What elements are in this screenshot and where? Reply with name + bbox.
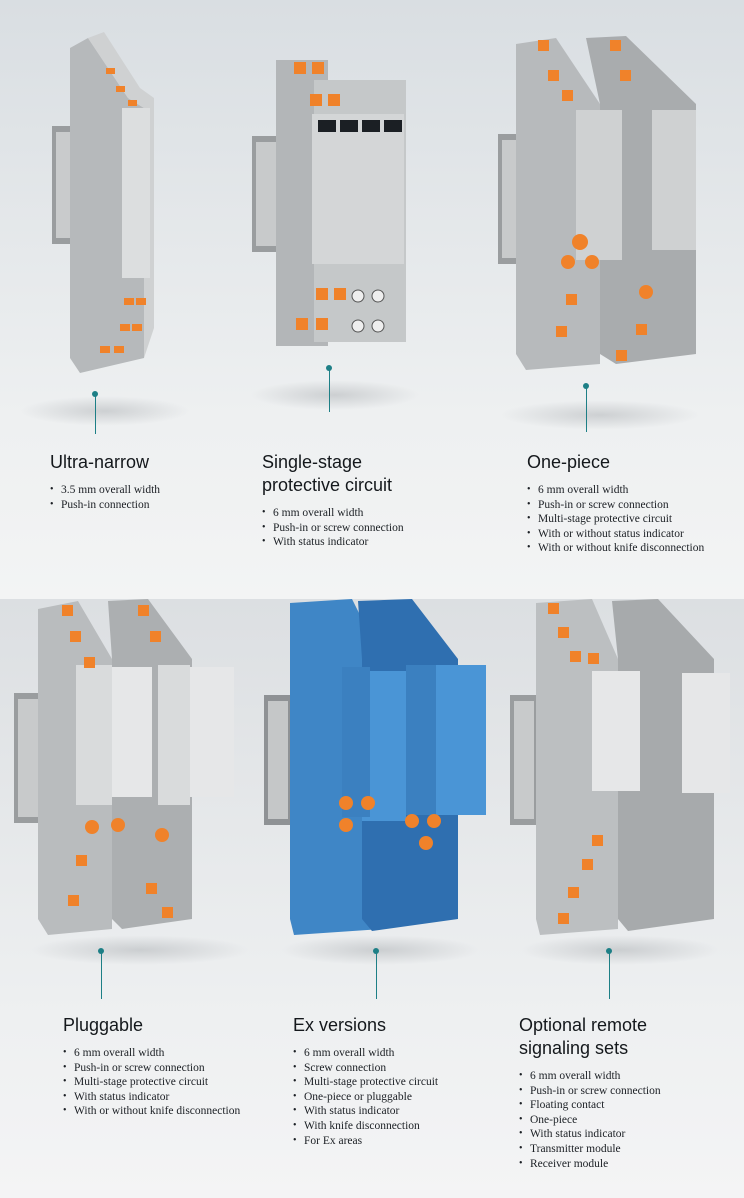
- feature-item: With knife disconnection: [293, 1119, 438, 1134]
- ex-versions-card: Ex versions 6 mm overall width Screw con…: [293, 1014, 438, 1148]
- feature-item: Multi-stage protective circuit: [63, 1075, 240, 1090]
- feature-item: With or without knife disconnection: [63, 1104, 240, 1119]
- feature-item: 6 mm overall width: [527, 483, 704, 498]
- ultra-narrow-pointer-line: [95, 396, 96, 434]
- remote-signaling-feature-list: 6 mm overall width Push-in or screw conn…: [519, 1069, 661, 1171]
- ex-versions-feature-list: 6 mm overall width Screw connection Mult…: [293, 1046, 438, 1148]
- remote-signaling-product-image: [508, 599, 744, 939]
- pluggable-title: Pluggable: [63, 1015, 144, 1035]
- remote-signaling-pointer-line: [609, 953, 610, 999]
- feature-item: For Ex areas: [293, 1134, 438, 1149]
- feature-item: With or without status indicator: [527, 527, 704, 542]
- feature-item: With status indicator: [519, 1127, 661, 1142]
- feature-item: With status indicator: [262, 535, 404, 550]
- feature-item: 6 mm overall width: [262, 506, 404, 521]
- ex-versions-pointer-dot: [373, 948, 379, 954]
- feature-item: Push-in or screw connection: [519, 1084, 661, 1099]
- pluggable-pointer-line: [101, 953, 102, 999]
- pluggable-shadow: [30, 935, 250, 965]
- single-stage-feature-list: 6 mm overall width Push-in or screw conn…: [262, 506, 404, 550]
- feature-item: Push-in connection: [50, 498, 160, 513]
- ex-versions-shadow: [280, 935, 480, 965]
- ultra-narrow-product-image: [44, 28, 164, 378]
- feature-item: Push-in or screw connection: [262, 521, 404, 536]
- feature-item: One-piece: [519, 1113, 661, 1128]
- feature-item: Transmitter module: [519, 1142, 661, 1157]
- feature-item: With status indicator: [293, 1104, 438, 1119]
- feature-item: Receiver module: [519, 1157, 661, 1172]
- feature-item: Multi-stage protective circuit: [527, 512, 704, 527]
- one-piece-product-image: [496, 34, 706, 374]
- feature-item: With status indicator: [63, 1090, 240, 1105]
- pluggable-feature-list: 6 mm overall width Push-in or screw conn…: [63, 1046, 240, 1119]
- pluggable-pointer-dot: [98, 948, 104, 954]
- bottom-product-row: Pluggable 6 mm overall width Push-in or …: [0, 599, 744, 1198]
- ex-versions-product-image: [262, 599, 498, 939]
- remote-signaling-shadow: [520, 935, 720, 965]
- feature-item: One-piece or pluggable: [293, 1090, 438, 1105]
- ultra-narrow-card: Ultra-narrow 3.5 mm overall width Push-i…: [50, 451, 160, 512]
- top-product-row: Ultra-narrow 3.5 mm overall width Push-i…: [0, 0, 744, 599]
- ex-versions-pointer-line: [376, 953, 377, 999]
- feature-item: 6 mm overall width: [519, 1069, 661, 1084]
- ultra-narrow-title: Ultra-narrow: [50, 452, 150, 472]
- one-piece-shadow: [500, 400, 700, 430]
- one-piece-card: One-piece 6 mm overall width Push-in or …: [527, 451, 704, 556]
- single-stage-shadow: [250, 380, 420, 410]
- feature-item: 3.5 mm overall width: [50, 483, 160, 498]
- feature-item: With or without knife disconnection: [527, 541, 704, 556]
- ultra-narrow-shadow: [20, 396, 190, 426]
- feature-item: Push-in or screw connection: [527, 498, 704, 513]
- feature-item: 6 mm overall width: [63, 1046, 240, 1061]
- feature-item: Multi-stage protective circuit: [293, 1075, 438, 1090]
- one-piece-feature-list: 6 mm overall width Push-in or screw conn…: [527, 483, 704, 556]
- ex-versions-title: Ex versions: [293, 1015, 387, 1035]
- single-stage-product-image: [250, 56, 410, 352]
- single-stage-pointer-dot: [326, 365, 332, 371]
- single-stage-pointer-line: [329, 370, 330, 412]
- ultra-narrow-pointer-dot: [92, 391, 98, 397]
- remote-signaling-pointer-dot: [606, 948, 612, 954]
- pluggable-product-image: [12, 599, 252, 939]
- feature-item: 6 mm overall width: [293, 1046, 438, 1061]
- ultra-narrow-feature-list: 3.5 mm overall width Push-in connection: [50, 483, 160, 512]
- one-piece-pointer-line: [586, 388, 587, 432]
- feature-item: Push-in or screw connection: [63, 1061, 240, 1076]
- one-piece-pointer-dot: [583, 383, 589, 389]
- one-piece-title: One-piece: [527, 452, 611, 472]
- pluggable-card: Pluggable 6 mm overall width Push-in or …: [63, 1014, 240, 1119]
- feature-item: Floating contact: [519, 1098, 661, 1113]
- feature-item: Screw connection: [293, 1061, 438, 1076]
